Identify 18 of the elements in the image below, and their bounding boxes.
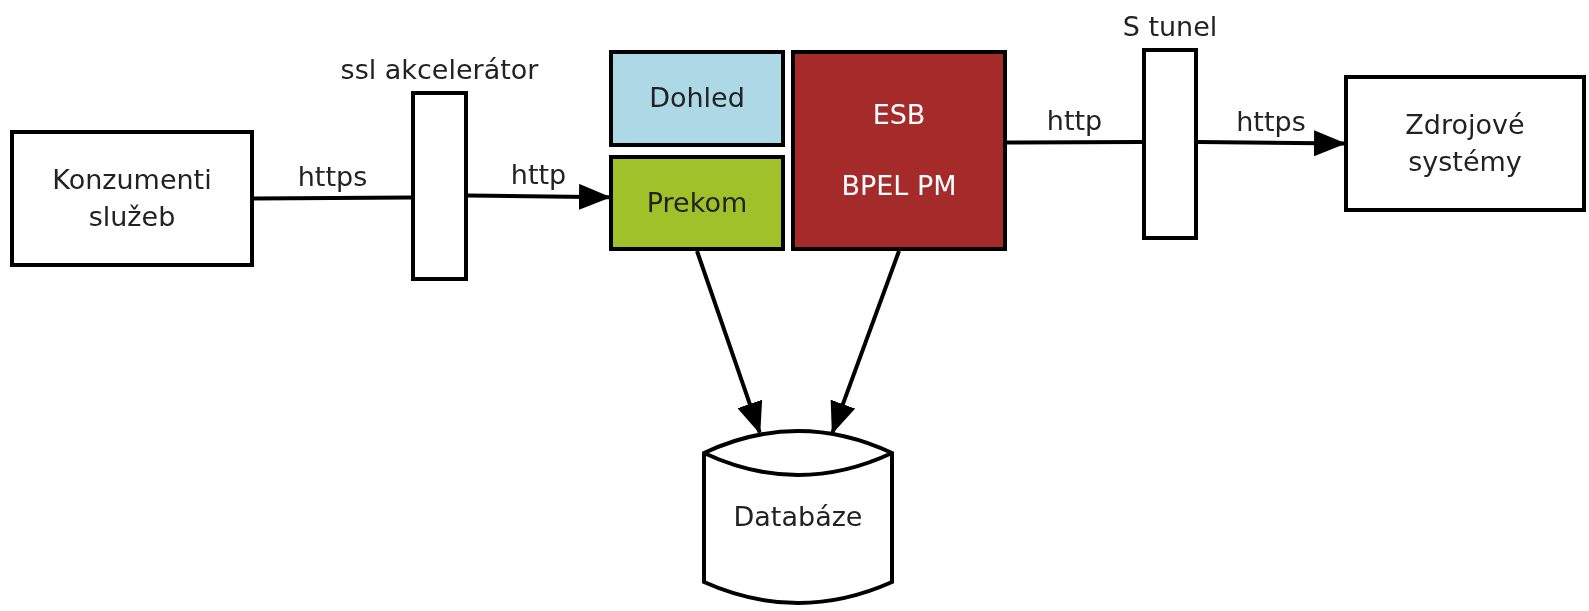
- process-box: [609, 155, 785, 251]
- node-label: Konzumenti služeb: [51, 163, 213, 234]
- arrow: [467, 183, 611, 210]
- process-box: [791, 50, 1007, 251]
- process-box: [1344, 75, 1586, 212]
- node-label: ssl akcelerátor: [339, 52, 540, 87]
- process-box: [10, 130, 254, 267]
- node-label: Prekom: [646, 185, 748, 220]
- process-box: [609, 50, 785, 147]
- arrow: [1197, 130, 1346, 157]
- node-label: Databáze: [733, 501, 863, 532]
- node-label: BPEL PM: [841, 168, 957, 203]
- arrow: [830, 250, 901, 435]
- arrow: [695, 250, 763, 435]
- node-label: S tunel: [1121, 9, 1219, 44]
- node-label: ESB: [872, 98, 926, 133]
- node-label: Zdrojové systémy: [1404, 108, 1526, 179]
- node-label: Dohled: [649, 81, 745, 116]
